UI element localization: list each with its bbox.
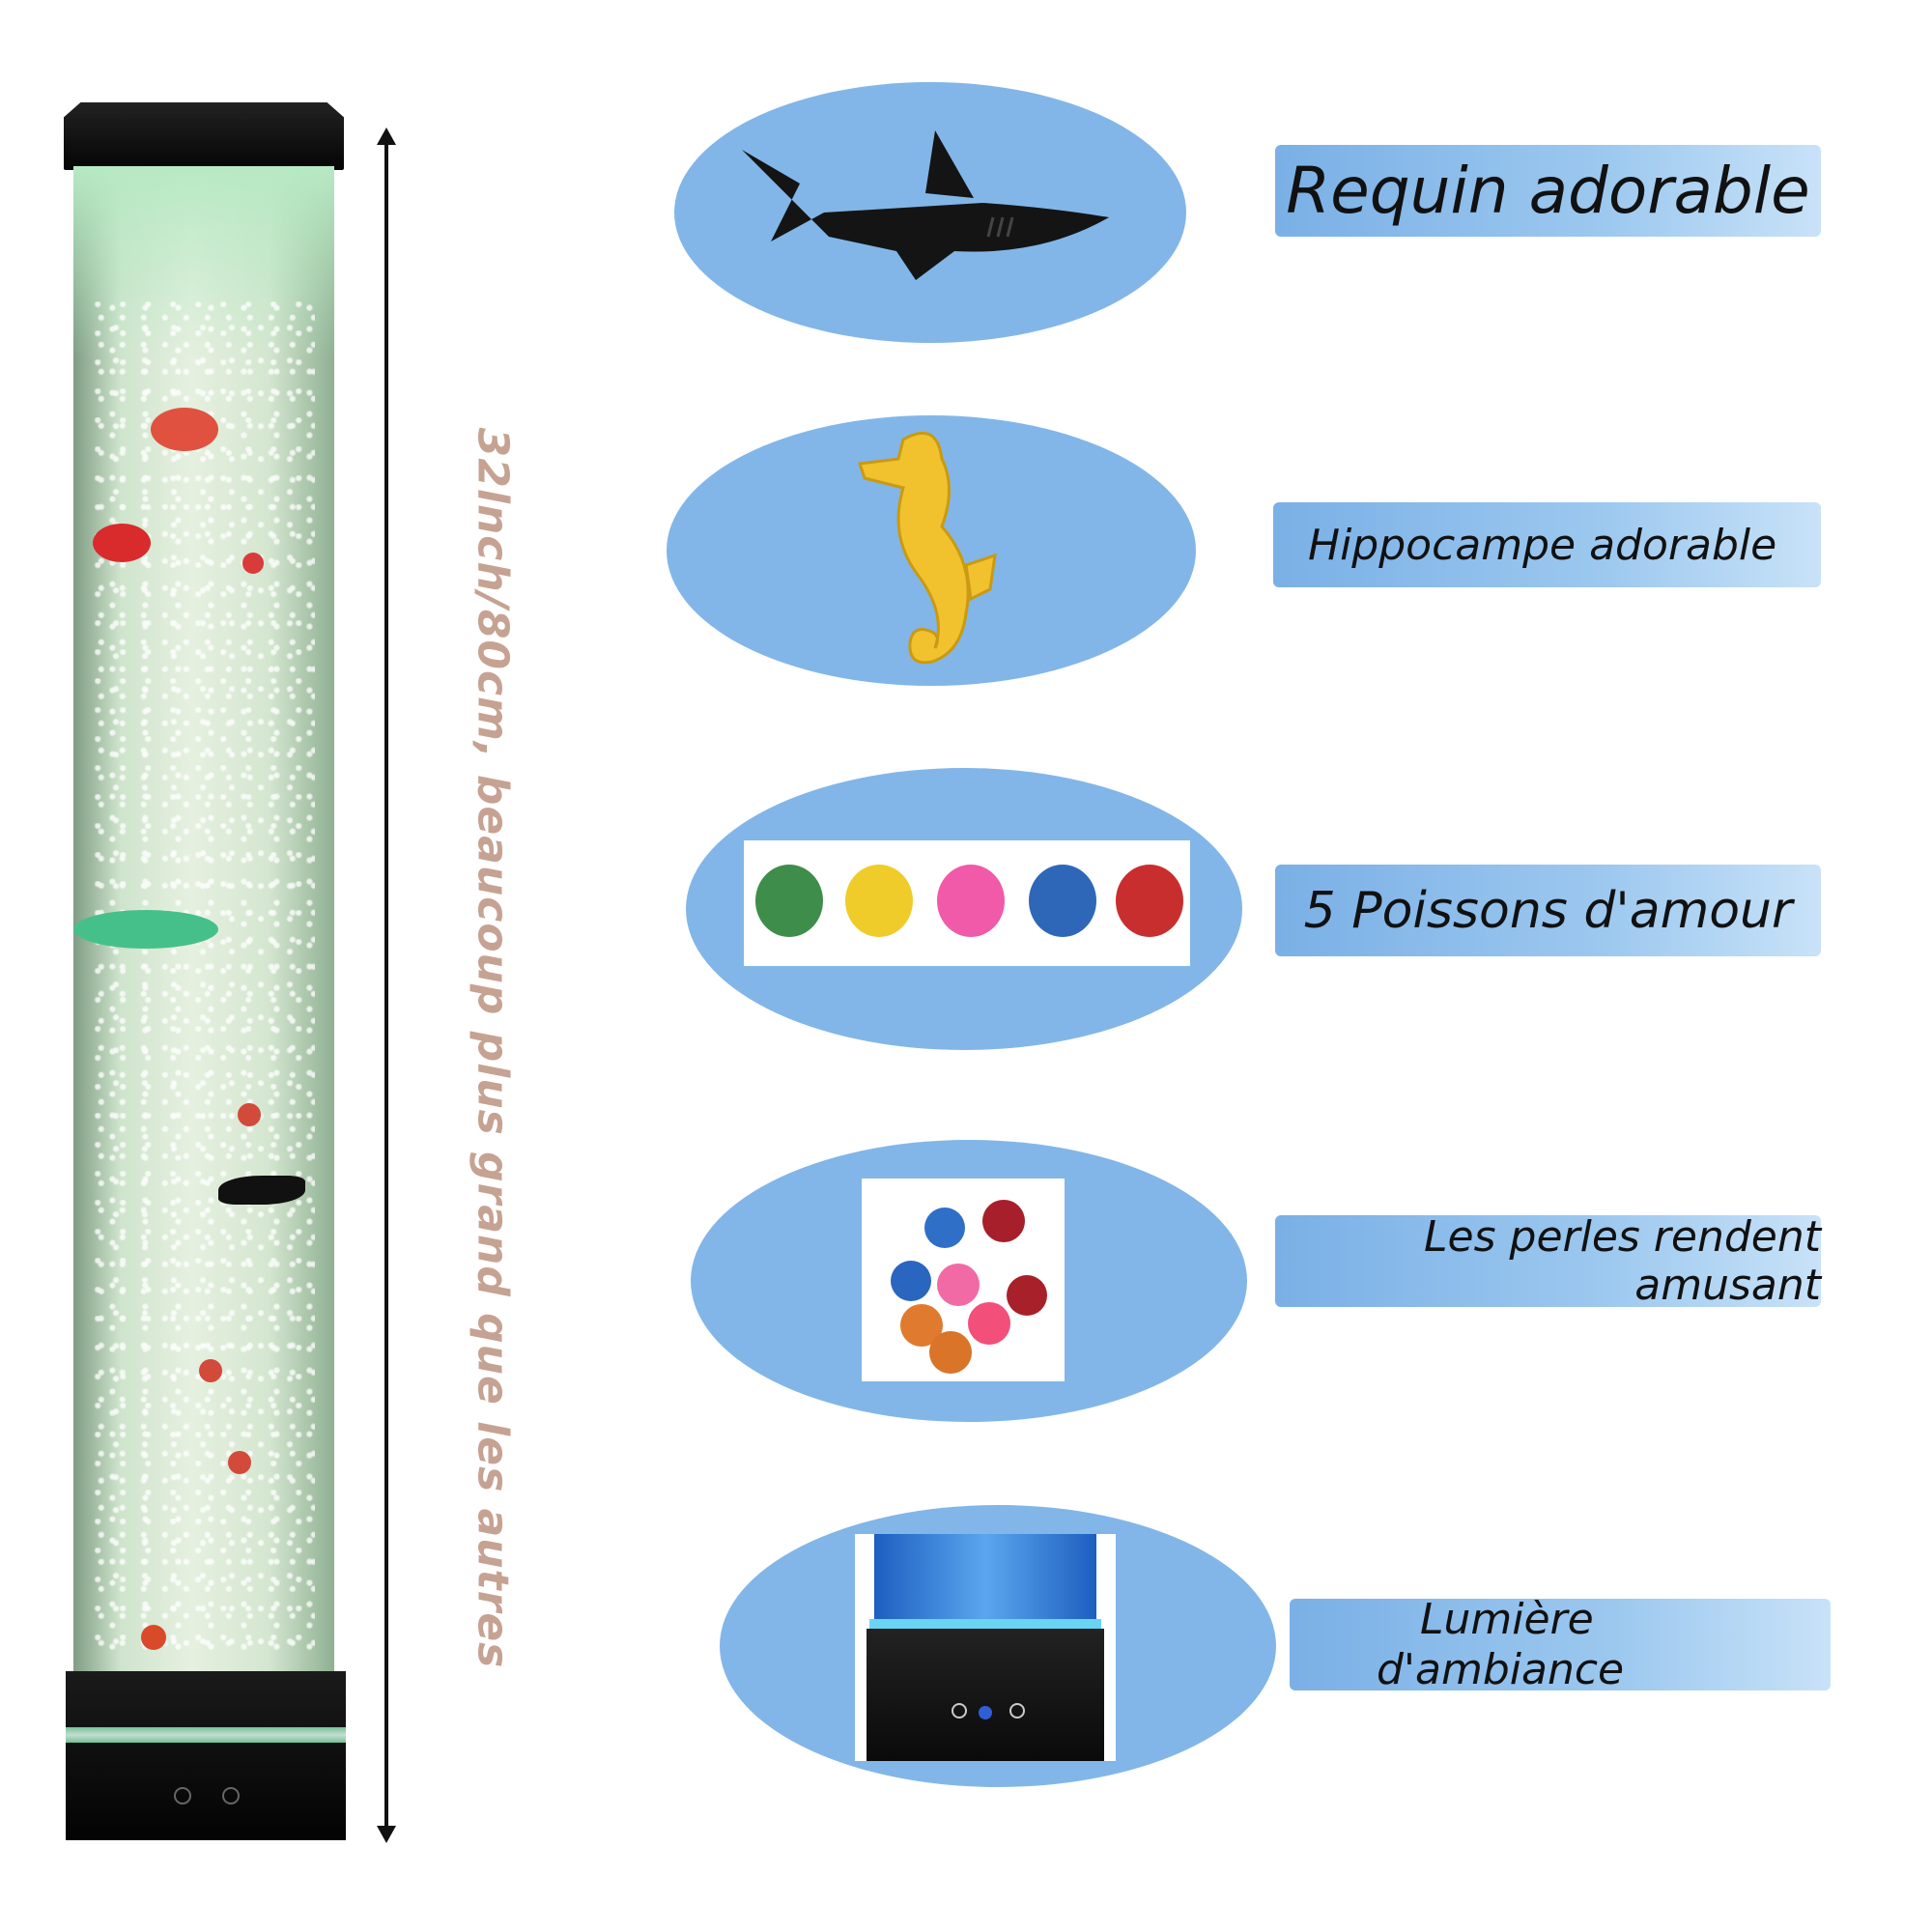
lamp-base-icon xyxy=(867,1629,1104,1761)
arrow-down-icon xyxy=(377,1826,396,1843)
feature-oval-fish xyxy=(686,768,1242,1050)
base-glow xyxy=(869,1619,1101,1629)
bead-icon xyxy=(199,1359,222,1382)
feature-label-shark: Requin adorable xyxy=(1275,145,1821,237)
bead-icon xyxy=(228,1451,251,1474)
bead-icon xyxy=(891,1261,931,1301)
seahorse-icon xyxy=(857,431,997,665)
green-fish-icon xyxy=(73,910,218,949)
bead-icon xyxy=(141,1625,166,1650)
bubble-tube-lamp xyxy=(58,97,357,1845)
tube-body xyxy=(73,166,334,1673)
power-button-icon xyxy=(952,1703,967,1719)
red-fish-icon xyxy=(1116,865,1183,937)
lamp-base-photo xyxy=(855,1534,1116,1761)
light-button-icon[interactable] xyxy=(222,1787,240,1804)
bead-icon xyxy=(238,1103,261,1126)
feature-label-light: Lumière d'ambiance xyxy=(1290,1595,1831,1694)
blue-fish-icon xyxy=(1029,865,1096,937)
feature-label-beads: Les perles rendent amusant xyxy=(1275,1212,1821,1309)
water-column xyxy=(874,1534,1096,1621)
bead-icon xyxy=(929,1331,972,1374)
bead-icon xyxy=(1007,1275,1047,1316)
feature-label-fish: 5 Poissons d'amour xyxy=(1275,865,1821,956)
green-fish-icon xyxy=(755,865,823,937)
shark-icon xyxy=(742,130,1109,280)
power-button-icon[interactable] xyxy=(174,1787,191,1804)
bead-icon xyxy=(982,1200,1025,1242)
fish-photo xyxy=(744,840,1190,966)
feature-oval-beads xyxy=(691,1140,1247,1422)
red-fish-icon xyxy=(151,408,218,451)
pink-fish-icon xyxy=(937,865,1005,937)
light-button-icon xyxy=(1009,1703,1025,1719)
bubble-column xyxy=(93,301,315,1654)
feature-label-seahorse: Hippocampe adorable xyxy=(1273,502,1821,587)
height-label: 32lnch/80cm, beaucoup plus grand que les… xyxy=(468,427,518,1669)
feature-oval-light xyxy=(720,1505,1276,1787)
bead-icon xyxy=(924,1208,965,1248)
feature-oval-shark xyxy=(674,82,1186,343)
tube-base xyxy=(66,1671,346,1840)
tube-cap xyxy=(64,102,344,170)
yellow-fish-icon xyxy=(845,865,913,937)
bead-icon xyxy=(937,1264,980,1306)
feature-oval-seahorse xyxy=(667,415,1196,686)
bead-icon xyxy=(242,553,264,574)
beads-photo xyxy=(862,1179,1065,1381)
red-fish-icon xyxy=(93,524,151,562)
remote-sensor-icon xyxy=(979,1706,992,1719)
bead-icon xyxy=(968,1302,1010,1345)
shark-icon xyxy=(218,1176,305,1205)
height-measure-line xyxy=(384,135,388,1835)
tube-base-light-ring xyxy=(66,1727,346,1743)
